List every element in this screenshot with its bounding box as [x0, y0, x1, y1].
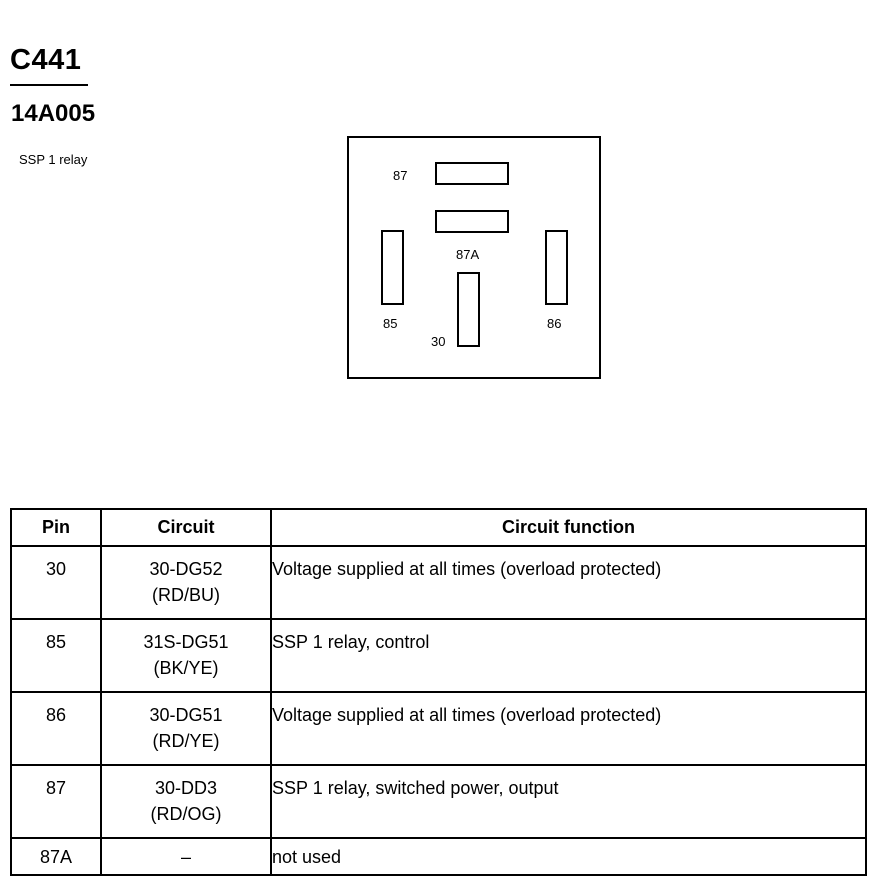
pin-30-label: 30 — [431, 334, 446, 349]
header-pin: Pin — [10, 508, 102, 547]
pin-87-terminal — [435, 162, 509, 185]
circuit-color: (RD/YE) — [152, 731, 220, 751]
pin-86-terminal — [545, 230, 568, 305]
cell-pin: 85 — [10, 618, 102, 693]
pin-86-label: 86 — [547, 316, 562, 331]
cell-circuit: 30-DD3 (RD/OG) — [100, 764, 272, 839]
table-row: 87 30-DD3 (RD/OG) SSP 1 relay, switched … — [10, 764, 867, 839]
table-row: 87A – not used — [10, 837, 867, 876]
circuit-color: (RD/BU) — [152, 585, 220, 605]
cell-pin: 86 — [10, 691, 102, 766]
circuit-code: 30-DG51 — [149, 705, 223, 725]
header-circuit: Circuit — [100, 508, 272, 547]
cell-function: SSP 1 relay, switched power, output — [270, 764, 867, 839]
pin-87a-terminal — [435, 210, 509, 233]
table-header-row: Pin Circuit Circuit function — [10, 508, 867, 547]
cell-pin: 87 — [10, 764, 102, 839]
circuit-code: – — [180, 847, 191, 867]
circuit-color: (RD/OG) — [150, 804, 222, 824]
connector-face-diagram: 87 87A 85 86 30 — [347, 136, 601, 379]
pin-30-terminal — [457, 272, 480, 347]
pin-85-terminal — [381, 230, 404, 305]
pin-85-label: 85 — [383, 316, 398, 331]
circuit-code: 30-DG52 — [149, 559, 223, 579]
cell-pin: 87A — [10, 837, 102, 876]
cell-function: Voltage supplied at all times (overload … — [270, 691, 867, 766]
cell-circuit: 31S-DG51 (BK/YE) — [100, 618, 272, 693]
table-row: 30 30-DG52 (RD/BU) Voltage supplied at a… — [10, 545, 867, 620]
cell-pin: 30 — [10, 545, 102, 620]
header-circuit-function: Circuit function — [270, 508, 867, 547]
pin-87a-label: 87A — [456, 247, 480, 262]
cell-function: not used — [270, 837, 867, 876]
pin-table: Pin Circuit Circuit function 30 30-DG52 … — [10, 508, 867, 876]
connector-title: C441 — [10, 44, 82, 76]
circuit-color: (BK/YE) — [153, 658, 219, 678]
table-row: 86 30-DG51 (RD/YE) Voltage supplied at a… — [10, 691, 867, 766]
cell-circuit: 30-DG52 (RD/BU) — [100, 545, 272, 620]
circuit-code: 31S-DG51 — [143, 632, 229, 652]
circuit-code: 30-DD3 — [154, 778, 218, 798]
cell-circuit: 30-DG51 (RD/YE) — [100, 691, 272, 766]
pin-87-label: 87 — [393, 168, 408, 183]
cell-function: Voltage supplied at all times (overload … — [270, 545, 867, 620]
table-row: 85 31S-DG51 (BK/YE) SSP 1 relay, control — [10, 618, 867, 693]
cell-circuit: – — [100, 837, 272, 876]
connector-description: SSP 1 relay — [19, 152, 88, 167]
title-underline — [10, 84, 88, 86]
part-number: 14A005 — [11, 100, 96, 127]
cell-function: SSP 1 relay, control — [270, 618, 867, 693]
